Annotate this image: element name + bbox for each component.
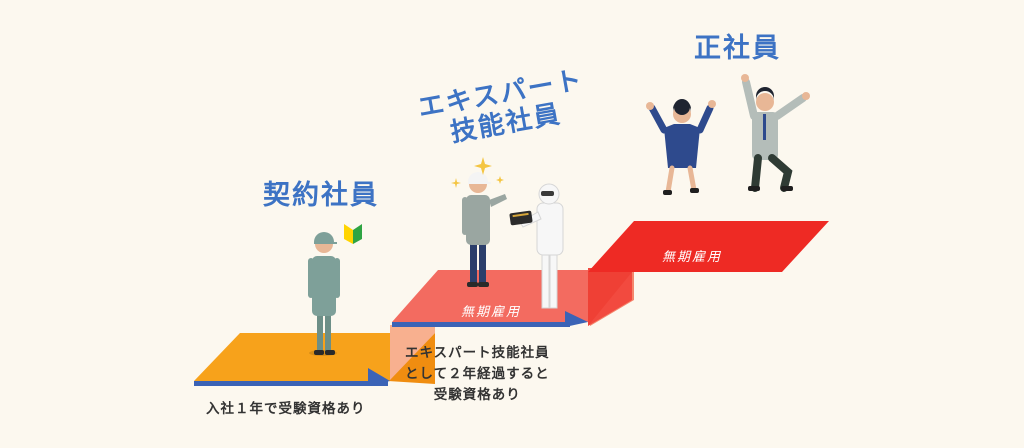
step-2-edge-corner	[565, 311, 588, 327]
step-2-riser	[390, 325, 435, 380]
beginner-mark-icon	[344, 224, 362, 244]
stage-3-title: 正社員	[694, 33, 781, 64]
step-1-platform	[194, 333, 435, 381]
step-1-edge	[194, 381, 388, 386]
expert-worker-figure	[462, 172, 507, 287]
jumping-woman-figure	[646, 99, 716, 195]
contract-worker-figure	[308, 232, 340, 356]
sparkle-icon	[451, 157, 504, 188]
jumping-man-figure	[741, 74, 810, 192]
stage-1-condition: 入社１年で受験資格あり	[206, 401, 366, 417]
trainer-figure	[519, 183, 564, 309]
step-1-edge-corner	[368, 368, 390, 386]
stage-1-title: 契約社員	[263, 180, 379, 211]
step-3-platform	[588, 221, 829, 272]
step-2-edge	[392, 322, 570, 327]
step-1-riser	[388, 333, 435, 384]
certificate-icon	[509, 210, 533, 226]
step-2-platform	[392, 270, 634, 322]
step-3-side	[588, 272, 632, 326]
stage-2-step-label: 無期雇用	[461, 305, 522, 320]
stage-2-condition: エキスパート技能社員 として２年経過すると 受験資格あり	[405, 345, 550, 403]
stage-3-step-label: 無期雇用	[662, 250, 723, 265]
